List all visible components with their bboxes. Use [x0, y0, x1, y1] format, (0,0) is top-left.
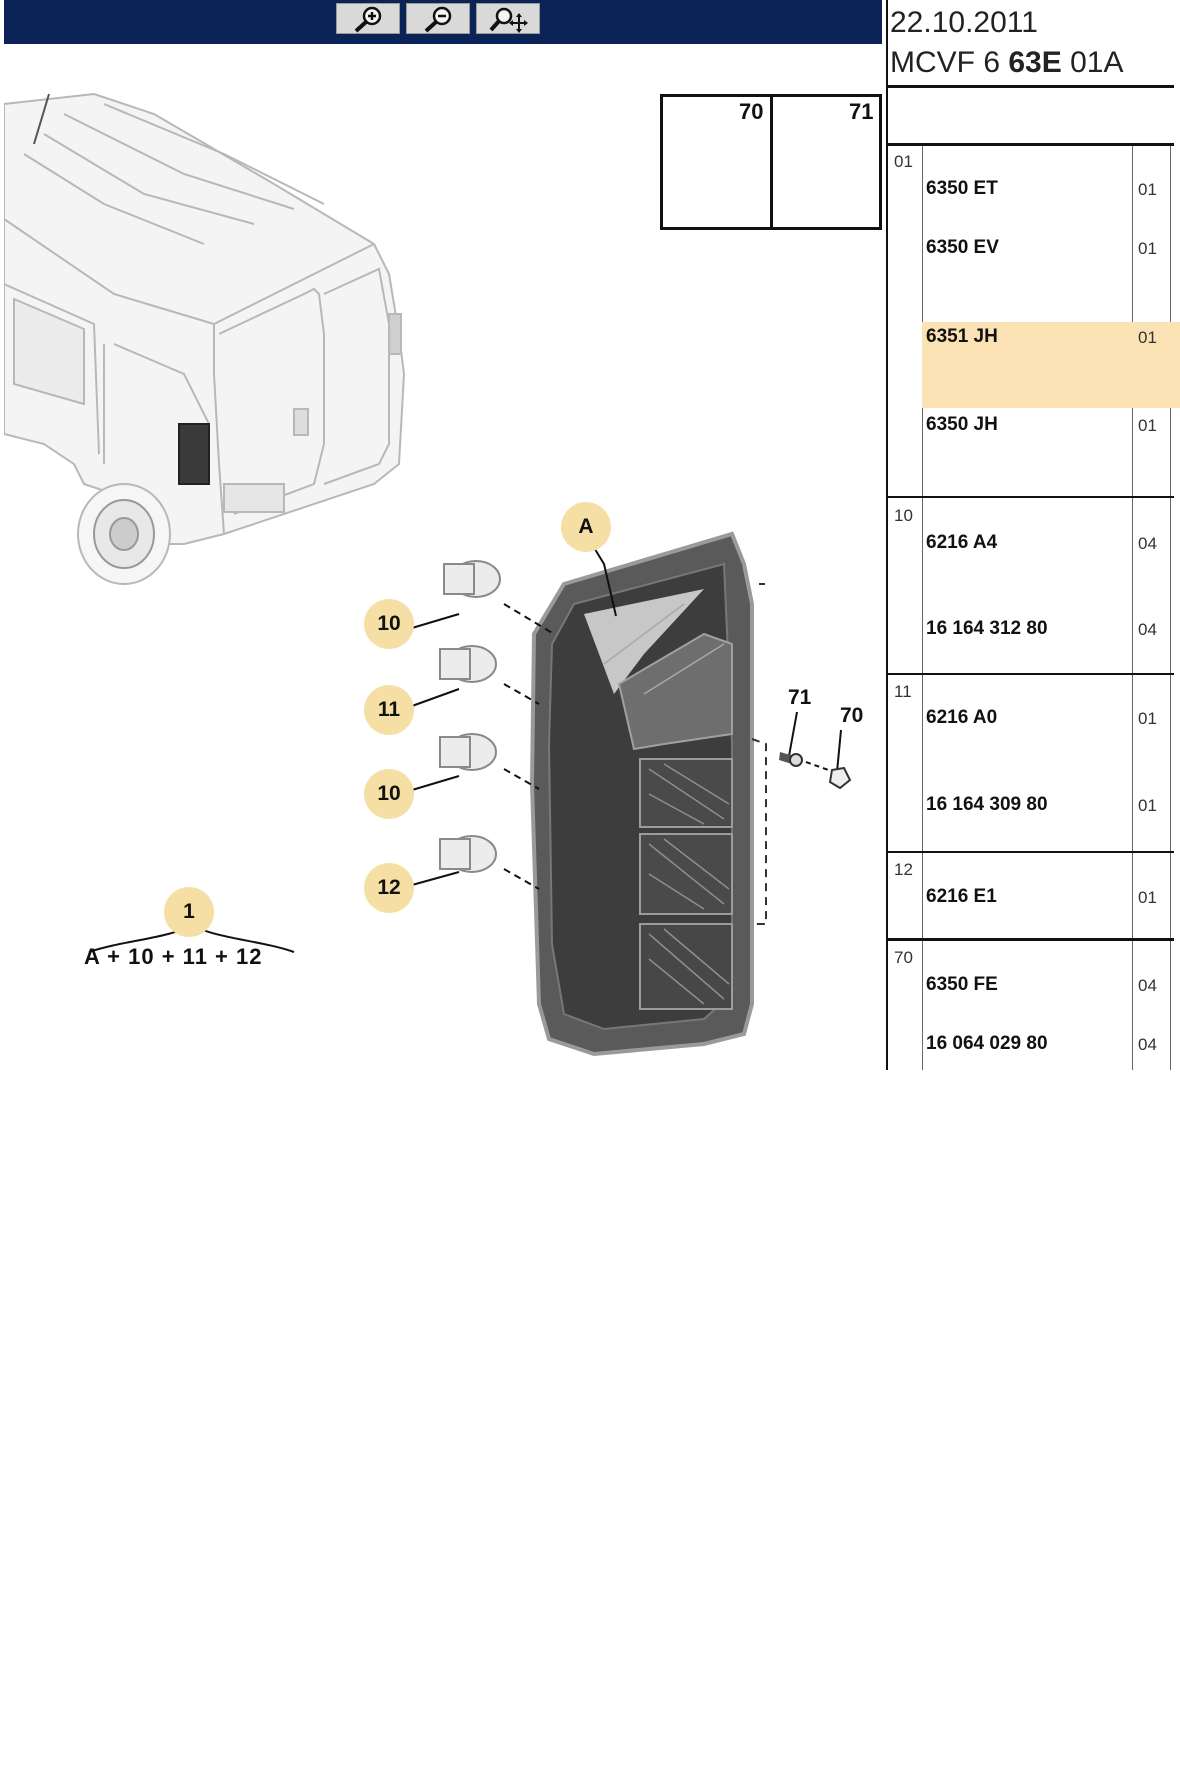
part-ref-6350-et[interactable]: 6350 ET — [926, 178, 998, 199]
callout-bulb-10[interactable]: 10 — [364, 599, 414, 649]
group-code-70: 70 — [894, 948, 913, 967]
leader-lines — [88, 540, 842, 953]
group-divider — [886, 851, 1174, 853]
catalog-reference-code: 63E — [1008, 46, 1062, 79]
group-divider — [886, 938, 1174, 941]
selected-row-highlight — [922, 322, 1180, 408]
callout-kit-1[interactable]: 1 — [164, 887, 214, 937]
part-ref-6350-jh[interactable]: 6350 JH — [926, 414, 998, 435]
part-ref-16-064-029-80[interactable]: 16 064 029 80 — [926, 1033, 1048, 1054]
callout-bulb-12[interactable]: 12 — [364, 863, 414, 913]
part-qty: 04 — [1138, 976, 1157, 995]
part-ref-16-164-309-80[interactable]: 16 164 309 80 — [926, 794, 1048, 815]
group-code-11: 11 — [894, 682, 912, 701]
part-qty: 04 — [1138, 620, 1157, 639]
zoom-pan-icon — [489, 7, 528, 33]
part-qty: 04 — [1138, 534, 1157, 553]
part-ref-6350-fe[interactable]: 6350 FE — [926, 974, 998, 995]
group-column-line — [922, 146, 923, 1070]
group-code-01: 01 — [894, 152, 913, 171]
callout-a[interactable]: A — [561, 502, 611, 552]
callout-bulb-10-second[interactable]: 10 — [364, 769, 414, 819]
parts-list-panel: 22.10.2011 MCVF 6 63E 01A 01 6350 ET 01 … — [886, 0, 1180, 1070]
detail-label-71: 71 — [849, 99, 874, 124]
catalog-reference-prefix: MCVF 6 — [890, 46, 1009, 79]
group-divider — [886, 673, 1174, 675]
part-qty: 01 — [1138, 328, 1157, 347]
group-code-12: 12 — [894, 860, 913, 879]
fastener-detail-box: 70 71 — [660, 94, 882, 230]
part-qty: 01 — [1138, 180, 1157, 199]
zoom-out-icon — [424, 6, 452, 32]
qty-column-line — [1132, 146, 1133, 1070]
part-ref-6216-a4[interactable]: 6216 A4 — [926, 532, 998, 553]
panel-left-border — [886, 0, 888, 1070]
zoom-out-button[interactable] — [406, 3, 470, 34]
detail-divider — [770, 97, 773, 227]
fasteners-illustration — [779, 752, 852, 790]
part-qty: 01 — [1138, 796, 1157, 815]
catalog-reference: MCVF 6 63E 01A — [890, 46, 1123, 80]
part-qty: 01 — [1138, 239, 1157, 258]
part-qty: 01 — [1138, 709, 1157, 728]
catalog-reference-suffix: 01A — [1061, 46, 1124, 79]
part-qty: 04 — [1138, 1035, 1157, 1054]
part-qty: 01 — [1138, 888, 1157, 907]
part-ref-6350-ev[interactable]: 6350 EV — [926, 237, 999, 258]
part-qty: 01 — [1138, 416, 1157, 435]
part-ref-6216-e1[interactable]: 6216 E1 — [926, 886, 997, 907]
trailing-column-line — [1170, 146, 1171, 1070]
zoom-in-button[interactable] — [336, 3, 400, 34]
detail-label-70: 70 — [739, 99, 764, 124]
van-illustration — [4, 92, 406, 585]
callout-bulb-11[interactable]: 11 — [364, 685, 414, 735]
header-divider — [886, 85, 1174, 88]
part-ref-6216-a0[interactable]: 6216 A0 — [926, 707, 998, 728]
group-code-10: 10 — [894, 506, 913, 525]
bulbs-illustration — [439, 560, 501, 873]
catalog-date: 22.10.2011 — [890, 6, 1038, 39]
label-clip-70[interactable]: 70 — [840, 704, 864, 727]
table-top-rule — [886, 143, 1174, 146]
group-divider — [886, 496, 1174, 498]
diagram-toolbar — [4, 0, 882, 44]
part-ref-16-164-312-80[interactable]: 16 164 312 80 — [926, 618, 1048, 639]
tail-lamp-illustration — [529, 531, 769, 1057]
zoom-pan-button[interactable] — [476, 3, 540, 34]
label-screw-71[interactable]: 71 — [788, 686, 812, 709]
kit-composition-formula: A + 10 + 11 + 12 — [84, 944, 263, 969]
zoom-in-icon — [354, 6, 382, 32]
part-ref-6351-jh[interactable]: 6351 JH — [926, 326, 998, 347]
parts-diagram[interactable]: 70 71 A 10 11 10 12 1 71 70 A + 10 + 11 … — [4, 44, 882, 1070]
